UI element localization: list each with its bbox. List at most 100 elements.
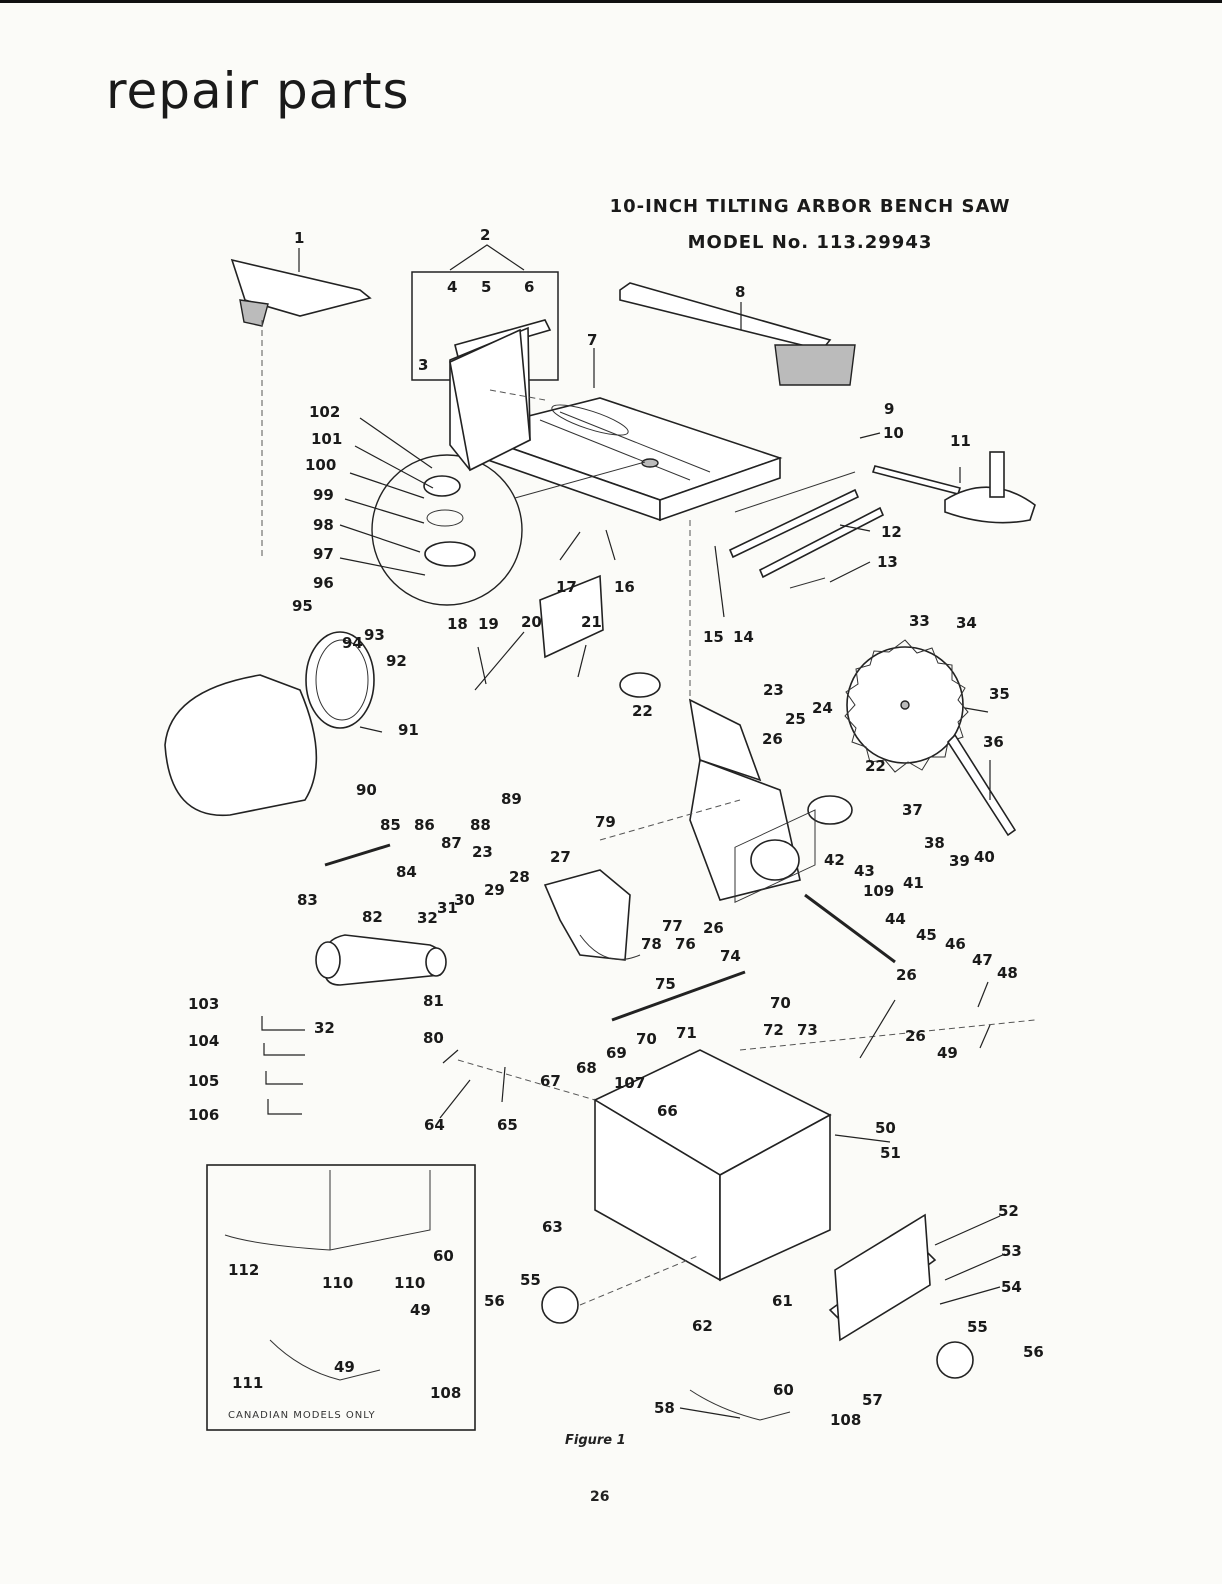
part-label: 112 [228,1261,259,1279]
part-label: 4 [447,278,457,296]
part-label: 20 [521,613,542,631]
part-label: 62 [692,1317,713,1335]
part-label: 89 [501,790,522,808]
detail-magnifier [371,454,523,606]
part-label: 67 [540,1072,561,1090]
part-label: 53 [1001,1242,1022,1260]
part-label: 105 [188,1072,219,1090]
part-label: 100 [305,456,336,474]
part-label: 14 [733,628,754,646]
part-label: 66 [657,1102,678,1120]
part-label: 56 [484,1292,505,1310]
part-label: 56 [1023,1343,1044,1361]
part-number-labels: 1 2 3 4 5 6 7 8 9 10 11 12 13 14 15 16 1… [188,226,1044,1429]
part-label: 16 [614,578,635,596]
part-label: 86 [414,816,435,834]
diagram-title: 10-INCH TILTING ARBOR BENCH SAW [609,196,1011,217]
part-label: 10 [883,424,904,442]
part-label: 93 [364,626,385,644]
canadian-models-label: CANADIAN MODELS ONLY [228,1410,376,1421]
part-label: 55 [520,1271,541,1289]
part-label: 11 [950,432,971,450]
part-label: 72 [763,1021,784,1039]
part-label: 47 [972,951,993,969]
part-label: 74 [720,947,741,965]
part-label: 54 [1001,1278,1022,1296]
part-label: 55 [967,1318,988,1336]
part-label: 49 [937,1044,958,1062]
part-label: 65 [497,1116,518,1134]
part-label: 101 [311,430,342,448]
part-label: 30 [454,891,475,909]
part-label: 34 [956,614,977,632]
part-label: 108 [830,1411,861,1429]
part-label: 22 [865,757,886,775]
part-label: 44 [885,910,906,928]
part-label: 50 [875,1119,896,1137]
part-label: 22 [632,702,653,720]
part-label: 46 [945,935,966,953]
part-label: 27 [550,848,571,866]
part-label: 35 [989,685,1010,703]
part-label: 70 [770,994,791,1012]
part-label: 64 [424,1116,445,1134]
part-label: 68 [576,1059,597,1077]
part-label: 103 [188,995,219,1013]
part-label: 98 [313,516,334,534]
part-label: 99 [313,486,334,504]
part-label: 13 [877,553,898,571]
part-label: 9 [884,400,894,418]
part-label: 71 [676,1024,697,1042]
part-label: 92 [386,652,407,670]
part-label: 79 [595,813,616,831]
part-label: 106 [188,1106,219,1124]
part-label: 87 [441,834,462,852]
part-label: 70 [636,1030,657,1048]
part-label: 8 [735,283,745,301]
part-label: 48 [997,964,1018,982]
part-label: 29 [484,881,505,899]
part-label: 1 [294,229,304,247]
leader-lines [298,248,1006,1419]
part-label: 61 [772,1292,793,1310]
belt-drawing [315,934,447,986]
part-label: 97 [313,545,334,563]
part-label: 5 [481,278,491,296]
part-label: 19 [478,615,499,633]
part-label: 109 [863,882,894,900]
part-label: 26 [905,1027,926,1045]
part-label: 32 [314,1019,335,1037]
part-label: 96 [313,574,334,592]
part-label: 73 [797,1021,818,1039]
part-label: 77 [662,917,683,935]
part-label: 63 [542,1218,563,1236]
canadian-models-inset [206,1164,476,1431]
part-label: 52 [998,1202,1019,1220]
part-label: 88 [470,816,491,834]
part-label: 40 [974,848,995,866]
page-number: 26 [590,1489,610,1505]
part-label: 104 [188,1032,219,1050]
part-label: 42 [824,851,845,869]
part-label: 81 [423,992,444,1010]
part-label: 102 [309,403,340,421]
part-label: 23 [763,681,784,699]
part-label: 83 [297,891,318,909]
part-label: 91 [398,721,419,739]
part-label: 43 [854,862,875,880]
part-label: 69 [606,1044,627,1062]
part-label: 82 [362,908,383,926]
part-label: 17 [556,578,577,596]
part-label: 12 [881,523,902,541]
part-label: 49 [334,1358,355,1376]
part-label: 25 [785,710,806,728]
part-label: 39 [949,852,970,870]
part-label: 32 [417,909,438,927]
part-label: 6 [524,278,534,296]
part-label: 33 [909,612,930,630]
part-label: 26 [703,919,724,937]
part-label: 95 [292,597,313,615]
part-label: 75 [655,975,676,993]
figure-caption: Figure 1 [565,1433,626,1448]
